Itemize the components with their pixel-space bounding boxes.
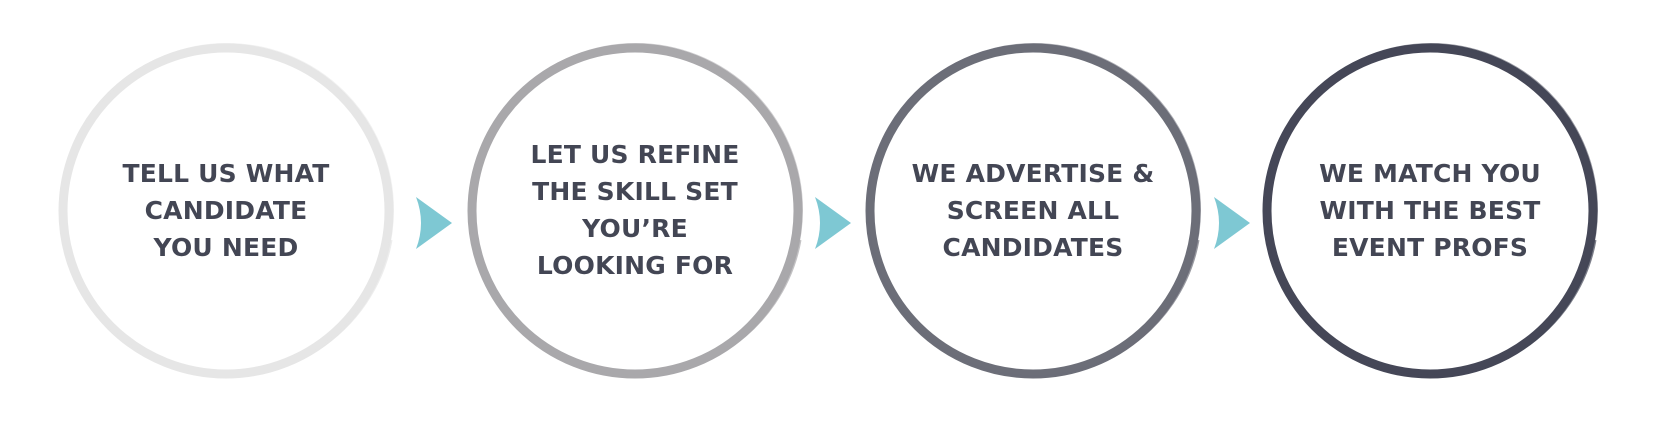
step-3-line-1: WE ADVERTISE & <box>911 158 1155 188</box>
brush-ring-4 <box>1262 43 1598 379</box>
step-2-label: LET US REFINE THE SKILL SET YOU’RE LOOKI… <box>505 30 765 390</box>
step-1: TELL US WHAT CANDIDATE YOU NEED <box>46 30 406 390</box>
brush-ring-2 <box>467 43 803 379</box>
step-2-line-1: LET US REFINE <box>530 140 740 169</box>
step-4-label: WE MATCH YOU WITH THE BEST EVENT PROFS <box>1300 30 1560 390</box>
step-4-line-1: WE MATCH YOU <box>1319 158 1541 188</box>
step-3-line-2: SCREEN ALL <box>946 195 1120 225</box>
step-1-line-3: YOU NEED <box>153 232 299 262</box>
brush-ring-3 <box>865 43 1201 379</box>
step-1-line-2: CANDIDATE <box>144 195 308 225</box>
step-3-label: WE ADVERTISE & SCREEN ALL CANDIDATES <box>903 30 1163 390</box>
step-1-label: TELL US WHAT CANDIDATE YOU NEED <box>96 30 356 390</box>
chevron-right-icon <box>414 193 454 253</box>
step-3-line-3: CANDIDATES <box>942 232 1124 262</box>
step-1-line-1: TELL US WHAT <box>122 158 330 188</box>
brush-ring-1 <box>58 43 394 379</box>
step-2-line-4: LOOKING FOR <box>536 251 734 280</box>
step-4-line-3: EVENT PROFS <box>1331 232 1529 262</box>
step-2-line-2: THE SKILL SET <box>532 177 738 206</box>
chevron-right-icon <box>813 193 853 253</box>
step-4-line-2: WITH THE BEST <box>1319 195 1541 225</box>
step-4: WE MATCH YOU WITH THE BEST EVENT PROFS <box>1250 30 1610 390</box>
chevron-right-icon <box>1212 193 1252 253</box>
step-2: LET US REFINE THE SKILL SET YOU’RE LOOKI… <box>455 30 815 390</box>
step-2-line-3: YOU’RE <box>582 214 688 243</box>
step-3: WE ADVERTISE & SCREEN ALL CANDIDATES <box>853 30 1213 390</box>
